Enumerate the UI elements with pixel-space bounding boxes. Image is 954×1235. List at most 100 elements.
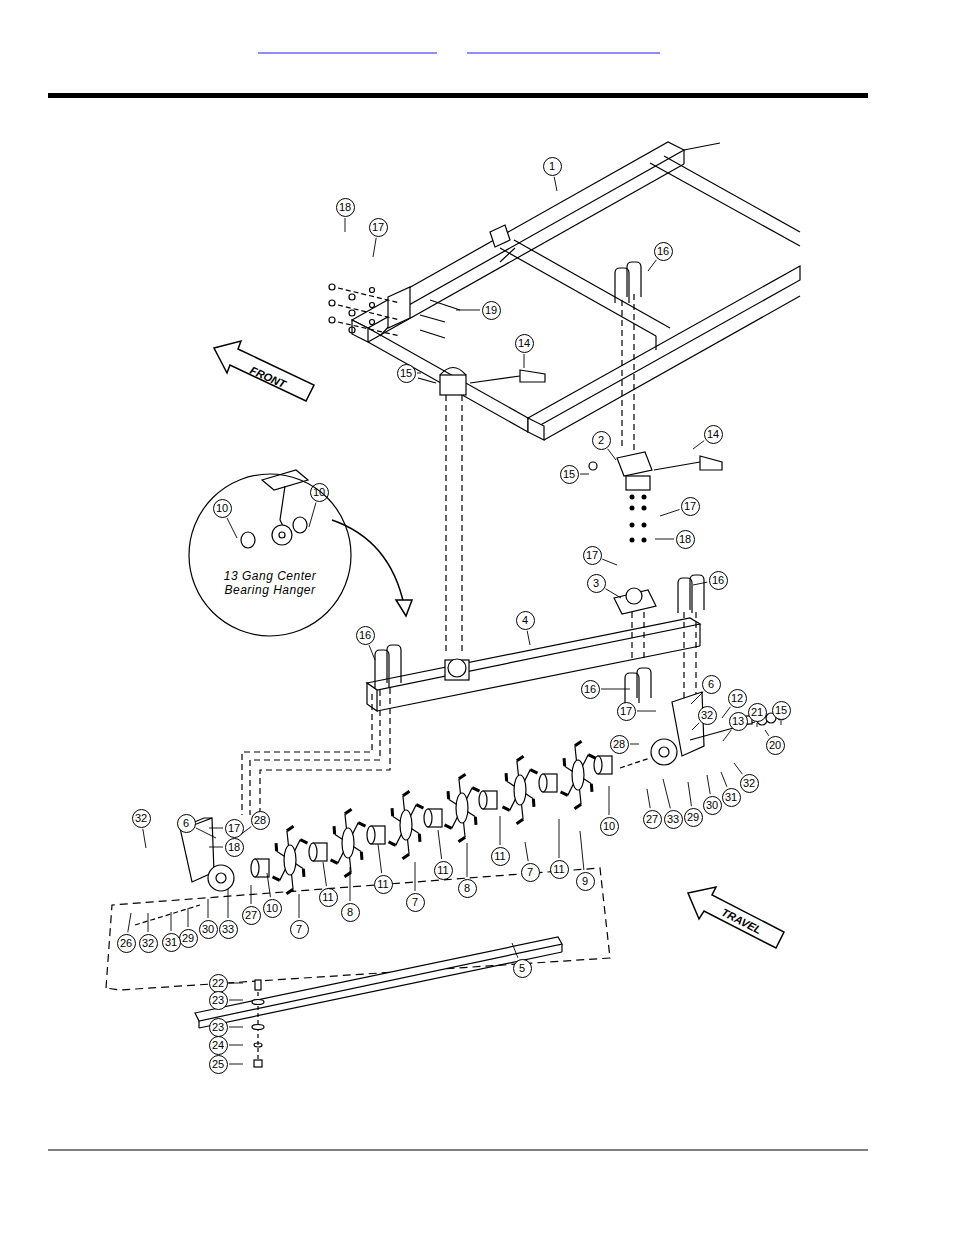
leader-line bbox=[415, 862, 416, 891]
callout-number: 11 bbox=[550, 860, 569, 879]
callout-number: 15 bbox=[560, 465, 579, 484]
leader-line bbox=[229, 1064, 243, 1065]
callout-number: 8 bbox=[341, 903, 360, 922]
leader-line bbox=[693, 441, 704, 449]
leader-line bbox=[500, 816, 501, 845]
u-bolt bbox=[637, 668, 651, 698]
leader-line bbox=[373, 238, 376, 257]
callout-number: 15 bbox=[397, 364, 416, 383]
callout-number: 32 bbox=[740, 774, 759, 793]
leader-line bbox=[369, 645, 375, 660]
callout-number: 14 bbox=[515, 334, 534, 353]
callout-number: 11 bbox=[374, 875, 393, 894]
leader-line bbox=[251, 885, 252, 904]
spool bbox=[594, 756, 612, 774]
callout-number: 18 bbox=[336, 198, 355, 217]
inset-caption: 13 Gang Center Bearing Hanger bbox=[210, 569, 330, 597]
callout-number: 19 bbox=[482, 301, 501, 320]
leader-line bbox=[267, 873, 270, 897]
callout-number: 18 bbox=[225, 838, 244, 857]
callout-number: 2 bbox=[592, 431, 611, 450]
callout-number: 24 bbox=[209, 1036, 228, 1055]
callout-number: 27 bbox=[242, 906, 261, 925]
leader-line bbox=[228, 889, 229, 918]
callout-number: 33 bbox=[664, 810, 683, 829]
callout-number: 17 bbox=[617, 702, 636, 721]
spool bbox=[479, 791, 497, 809]
leader-line bbox=[734, 763, 742, 774]
leader-line bbox=[601, 689, 630, 690]
callout-number: 26 bbox=[117, 934, 136, 953]
leader-line bbox=[655, 539, 674, 540]
spool bbox=[539, 774, 557, 792]
callout-number: 28 bbox=[610, 735, 629, 754]
callout-number: 16 bbox=[581, 680, 600, 699]
callout-number: 12 bbox=[728, 689, 747, 708]
callout-number: 32 bbox=[698, 706, 717, 725]
leader-line bbox=[688, 782, 691, 806]
leader-line bbox=[602, 559, 617, 565]
callout-number: 6 bbox=[702, 675, 721, 694]
leader-line bbox=[691, 692, 703, 704]
leader-line bbox=[609, 786, 610, 815]
callout-number: 30 bbox=[703, 796, 722, 815]
rotary-wheel bbox=[273, 826, 308, 893]
callout-number: 8 bbox=[458, 879, 477, 898]
leader-line bbox=[417, 373, 421, 374]
callout-number: 32 bbox=[139, 934, 158, 953]
leader-line bbox=[143, 829, 146, 848]
leader-line bbox=[660, 509, 680, 516]
callout-number: 20 bbox=[766, 736, 785, 755]
leader-line bbox=[209, 828, 223, 829]
callout-number: 16 bbox=[654, 242, 673, 261]
leader-line bbox=[765, 730, 769, 736]
callout-number: 21 bbox=[748, 703, 767, 722]
callout-number: 7 bbox=[290, 920, 309, 939]
leader-line bbox=[525, 842, 528, 861]
callout-number: 5 bbox=[513, 959, 532, 978]
leader-line bbox=[692, 723, 699, 730]
leader-line bbox=[559, 819, 560, 858]
leader-line bbox=[208, 899, 209, 918]
leader-line bbox=[456, 310, 480, 311]
leader-line bbox=[608, 449, 616, 460]
spool bbox=[367, 826, 385, 844]
callout-number: 11 bbox=[319, 888, 338, 907]
leader-line bbox=[171, 912, 172, 931]
leader-line bbox=[229, 1045, 243, 1046]
leader-line bbox=[229, 1027, 243, 1028]
callout-number: 10 bbox=[263, 899, 282, 918]
leader-line bbox=[707, 775, 710, 794]
callout-number: 9 bbox=[576, 872, 595, 891]
leader-line bbox=[438, 830, 442, 859]
callout-number: 23 bbox=[209, 1018, 228, 1037]
spool bbox=[424, 809, 442, 827]
leader-line bbox=[524, 354, 525, 368]
leader-line bbox=[128, 913, 131, 932]
callout-number: 29 bbox=[684, 808, 703, 827]
callout-number: 13 bbox=[729, 712, 748, 731]
leader-line bbox=[467, 843, 468, 877]
callout-number: 4 bbox=[516, 611, 535, 630]
callout-number: 29 bbox=[179, 929, 198, 948]
rotary-wheel bbox=[445, 774, 480, 841]
u-bolt bbox=[627, 262, 641, 297]
u-bolt bbox=[387, 645, 401, 683]
leader-line bbox=[229, 983, 243, 984]
leader-line bbox=[229, 1000, 243, 1001]
leader-line bbox=[693, 582, 707, 585]
leader-line bbox=[309, 503, 316, 527]
callout-number: 15 bbox=[772, 701, 791, 720]
callout-number: 17 bbox=[583, 546, 602, 565]
leader-line bbox=[647, 789, 650, 808]
leader-line bbox=[148, 913, 149, 932]
callout-number: 33 bbox=[219, 920, 238, 939]
leader-line bbox=[209, 847, 223, 848]
callout-number: 11 bbox=[434, 861, 453, 880]
callout-number: 17 bbox=[225, 819, 244, 838]
callout-number: 17 bbox=[369, 218, 388, 237]
callout-number: 16 bbox=[356, 626, 375, 645]
rotary-wheel bbox=[561, 741, 596, 808]
